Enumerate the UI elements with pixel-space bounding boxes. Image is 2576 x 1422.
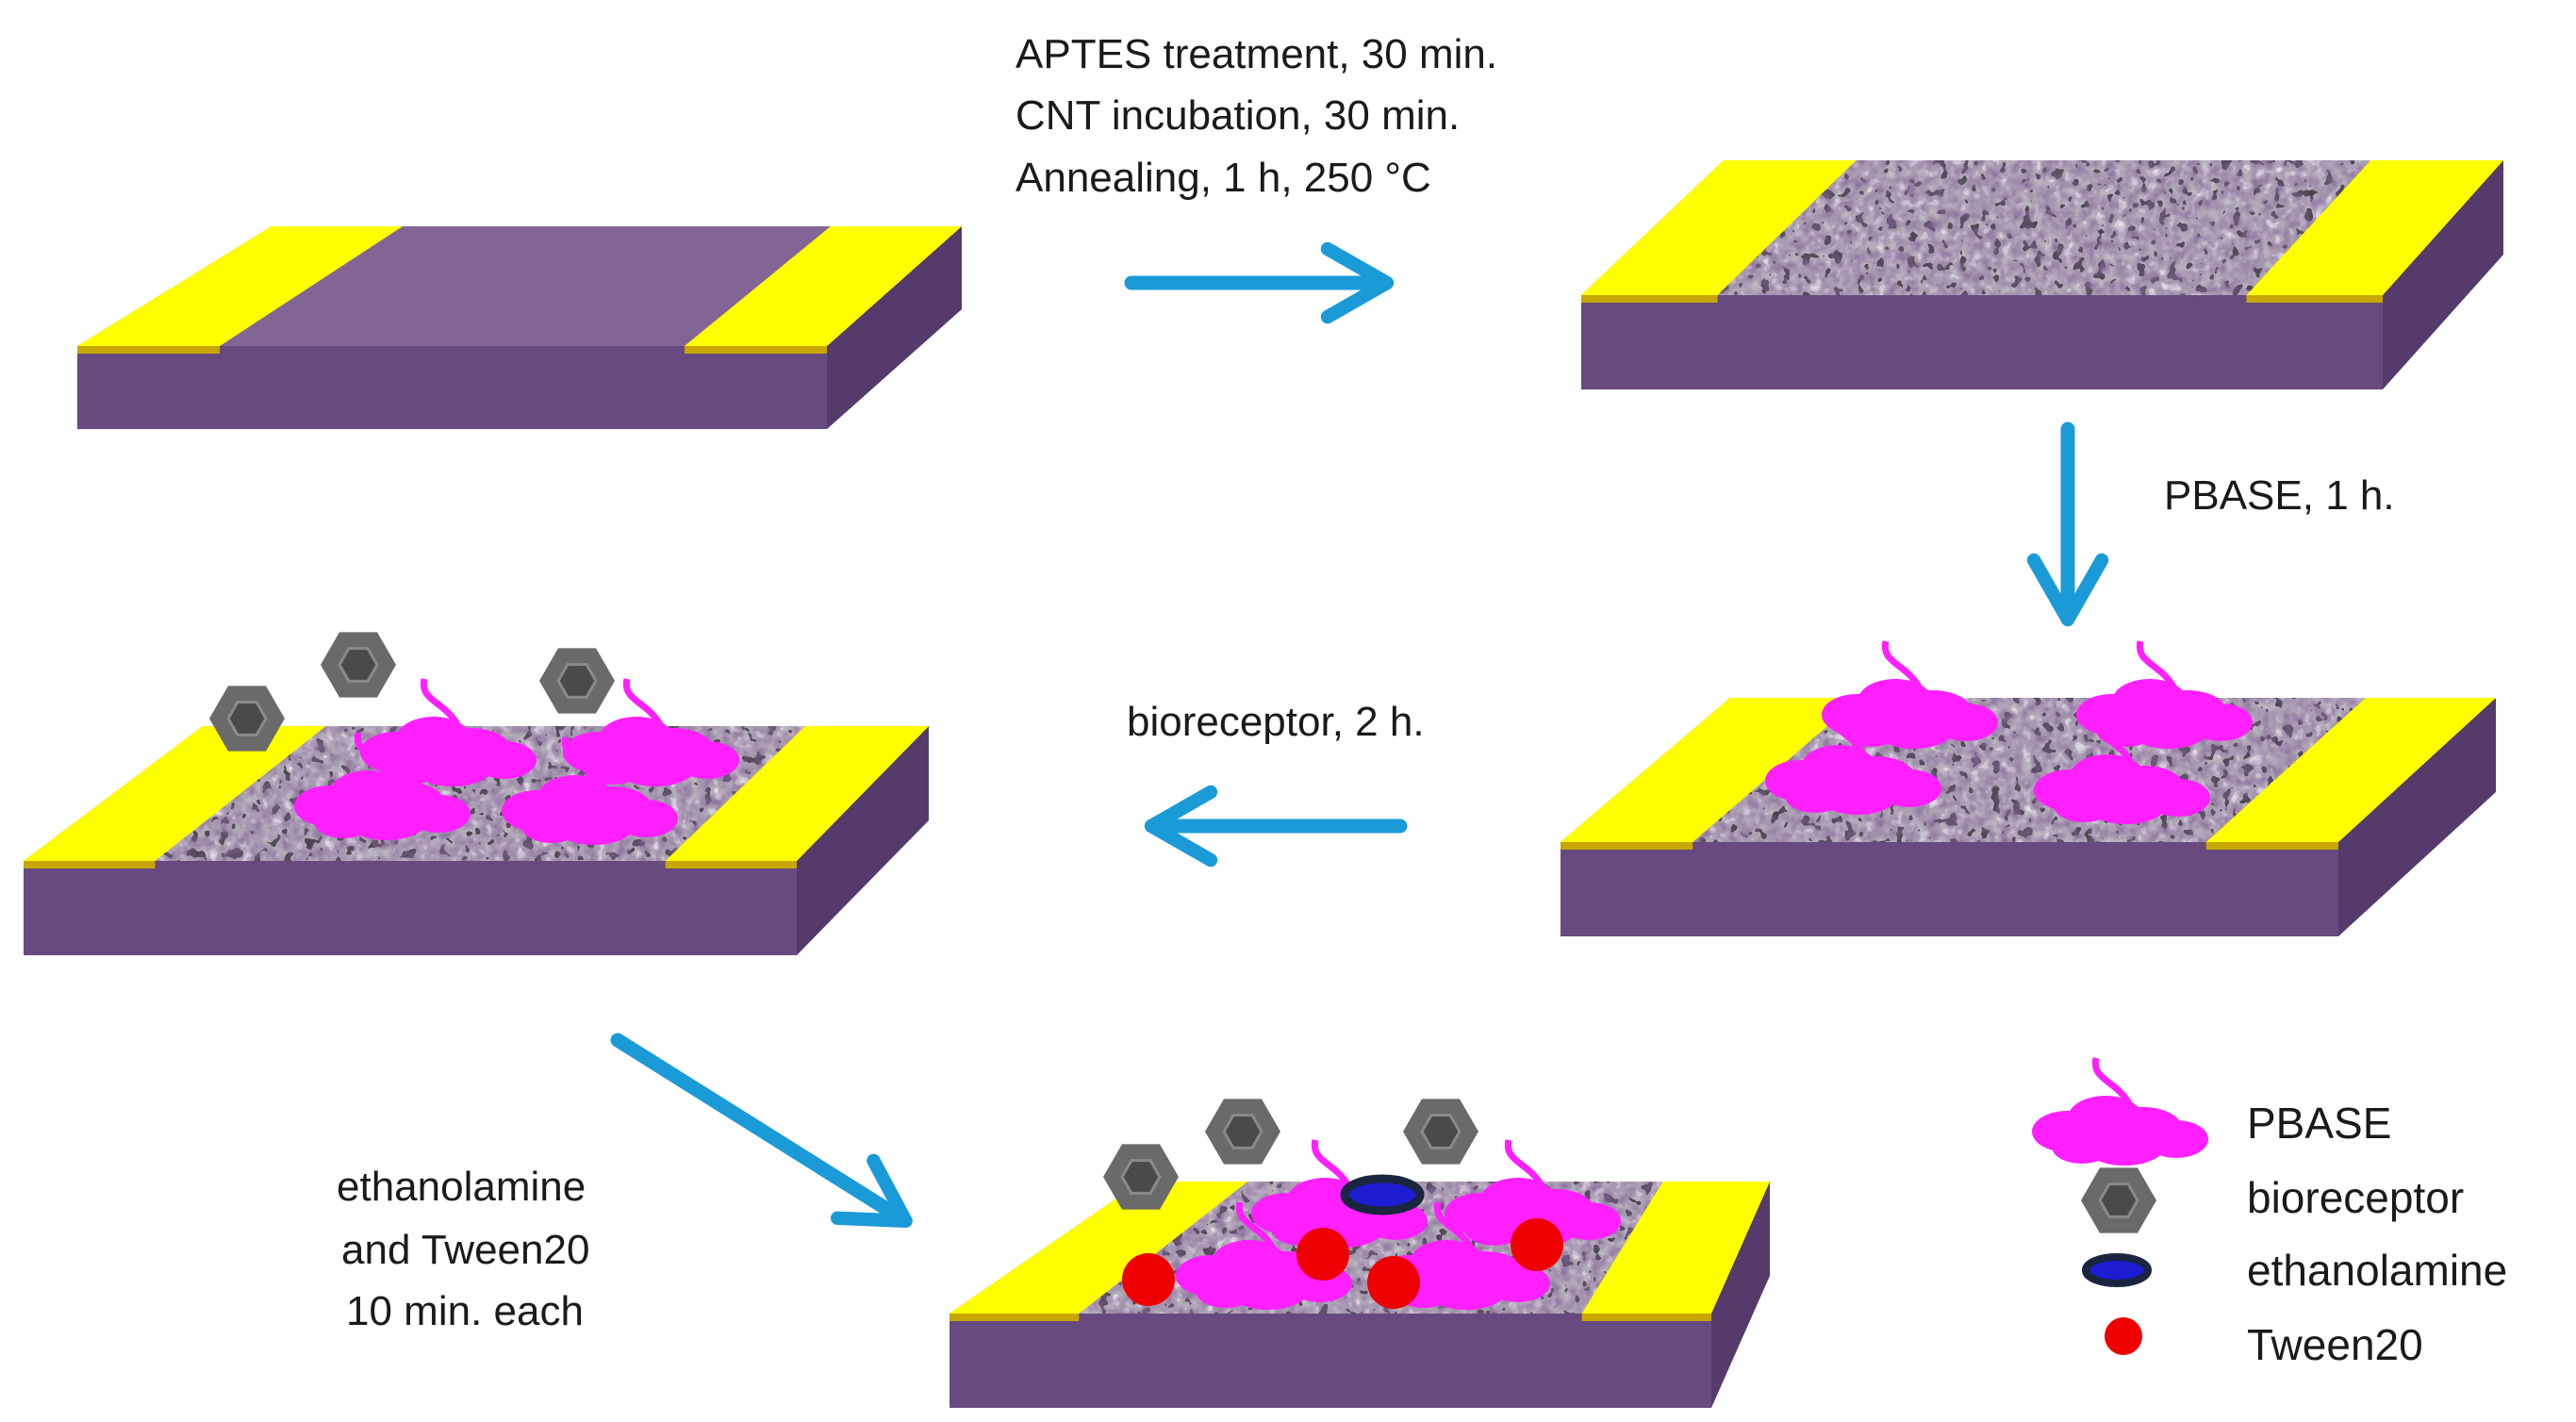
legend-label-tween20: Tween20 (2247, 1320, 2423, 1369)
pbase-molecule (1176, 1201, 1352, 1310)
tween20-dot (1296, 1228, 1349, 1281)
electrode-left (24, 726, 326, 861)
pbase-molecule (360, 678, 537, 786)
electrode-left (1560, 698, 1861, 842)
step4-line2: and Tween20 (341, 1227, 589, 1273)
substrate-side-face (2338, 698, 2496, 936)
step3-label: bioreceptor, 2 h. (1127, 699, 1425, 745)
electrode-right (684, 226, 962, 346)
arrow-diagonal-step4 (610, 1033, 913, 1228)
legend: PBASE bioreceptor ethanolamine Tween20 (2032, 1057, 2507, 1369)
substrate-front-face (77, 346, 827, 429)
bioreceptor (209, 686, 285, 752)
step1-line1: APTES treatment, 30 min. (1016, 31, 1497, 77)
substrate-front-face (1581, 295, 2383, 389)
legend-label-pbase: PBASE (2247, 1099, 2391, 1148)
legend-item-bioreceptor: bioreceptor (2081, 1167, 2464, 1233)
pbase-molecule (563, 678, 739, 786)
device-pbase (1560, 640, 2496, 936)
legend-label-ethanolamine: ethanolamine (2247, 1246, 2507, 1295)
bioreceptor (1403, 1099, 1478, 1165)
electrode-left (1581, 160, 1857, 295)
pbase-icon (2032, 1057, 2208, 1166)
devices-layer (24, 160, 2503, 1408)
step1-line3: Annealing, 1 h, 250 °C (1016, 155, 1431, 201)
red-dot-icon (2105, 1317, 2142, 1355)
ethanolamine (1340, 1174, 1425, 1215)
substrate-side-face (797, 726, 929, 955)
electrode-right (2246, 160, 2503, 295)
step4-label: ethanolamine and Tween20 10 min. each (337, 1164, 589, 1334)
substrate-front-face (1560, 842, 2338, 936)
hexagon-shape (2081, 1167, 2156, 1233)
substrate-front-face (24, 861, 797, 955)
device-final (949, 1099, 1770, 1408)
step4-line1: ethanolamine (337, 1164, 586, 1210)
pbase-molecule (502, 736, 678, 845)
bioreceptor (321, 632, 396, 698)
step1-label: APTES treatment, 30 min. CNT incubation,… (1016, 31, 1497, 201)
step2-label: PBASE, 1 h. (2164, 472, 2395, 519)
pbase-molecule (1822, 640, 1998, 749)
substrate-front-face (949, 1314, 1711, 1408)
tween20-dot (1511, 1218, 1563, 1271)
tween20-dot (1367, 1256, 1420, 1309)
pbase-molecule (294, 732, 471, 840)
bioreceptor (1103, 1144, 1179, 1210)
substrate-side-face (827, 226, 962, 429)
pbase-molecule (2034, 716, 2210, 824)
legend-item-ethanolamine: ethanolamine (2082, 1246, 2507, 1295)
device-cnt (1581, 160, 2503, 389)
substrate-side-face (1711, 1182, 1770, 1408)
pbase-molecule (1765, 706, 1941, 815)
pbase-molecule (1445, 1139, 1621, 1248)
electrode-right (665, 726, 929, 861)
pbase-molecule (2076, 640, 2253, 749)
electrode-right (2205, 698, 2496, 842)
electrode-right (1581, 1182, 1770, 1314)
legend-item-tween20: Tween20 (2105, 1317, 2423, 1369)
device-bioreceptor (24, 632, 929, 955)
legend-label-bioreceptor: bioreceptor (2247, 1173, 2464, 1222)
step4-line3: 10 min. each (346, 1288, 584, 1334)
bioreceptor (1205, 1099, 1280, 1165)
electrode-left (949, 1182, 1248, 1314)
step1-line2: CNT incubation, 30 min. (1016, 92, 1460, 139)
electrode-left (77, 226, 404, 346)
tween20-dot (1122, 1253, 1175, 1306)
substrate-side-face (2383, 160, 2503, 389)
pbase-shape (2032, 1057, 2208, 1166)
device-bare (77, 226, 962, 429)
ellipse-icon (2082, 1253, 2152, 1287)
bioreceptor (539, 648, 615, 714)
legend-item-pbase: PBASE (2032, 1057, 2391, 1166)
process-arrows (610, 241, 2109, 1228)
hexagon-icon (2081, 1167, 2156, 1233)
